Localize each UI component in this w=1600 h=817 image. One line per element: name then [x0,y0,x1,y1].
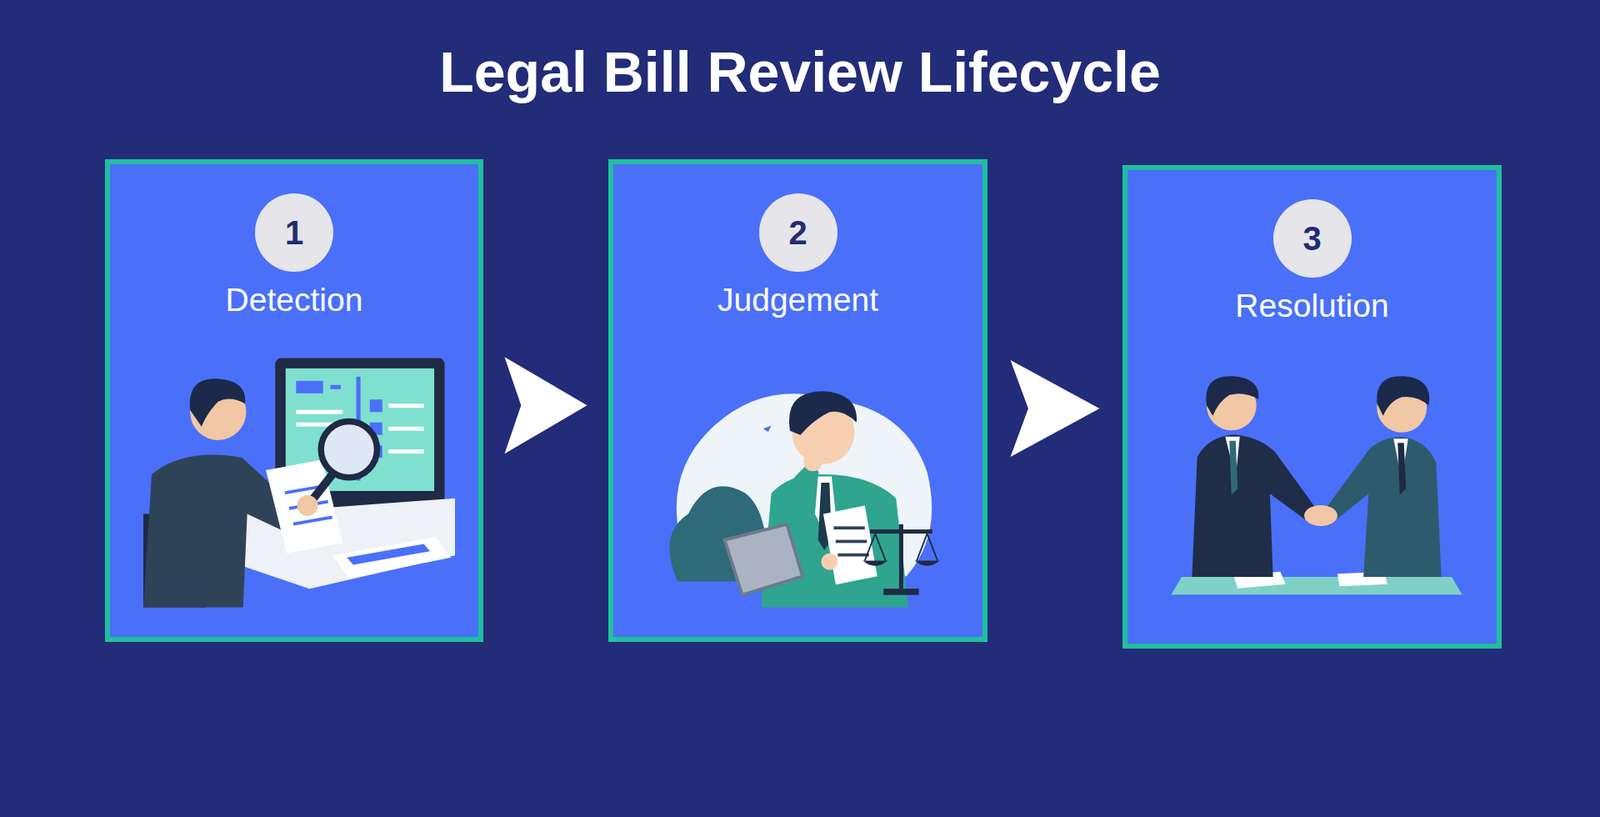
stage-panel: Resolution 3 [1122,165,1502,649]
flow-chevron [1010,360,1100,457]
detection-illustration [143,357,455,608]
step-number-circle: 2 [759,193,838,272]
flow-chevron [505,356,588,454]
stage-panel: Judgement 2 [608,159,988,642]
step-number-circle: 3 [1273,199,1352,278]
stage-label: Judgement [717,280,879,320]
resolution-illustration [1160,363,1473,614]
step-number: 1 [285,212,304,253]
step-number-circle: 1 [255,193,334,272]
stage-label: Detection [225,280,364,320]
diagram-title: Legal Bill Review Lifecycle [0,36,1600,107]
stage-panel: Detection 1 [105,159,484,642]
step-number: 3 [1302,218,1321,259]
step-number: 2 [788,212,807,253]
stage-label: Resolution [1235,285,1389,325]
judgement-illustration [646,357,959,608]
